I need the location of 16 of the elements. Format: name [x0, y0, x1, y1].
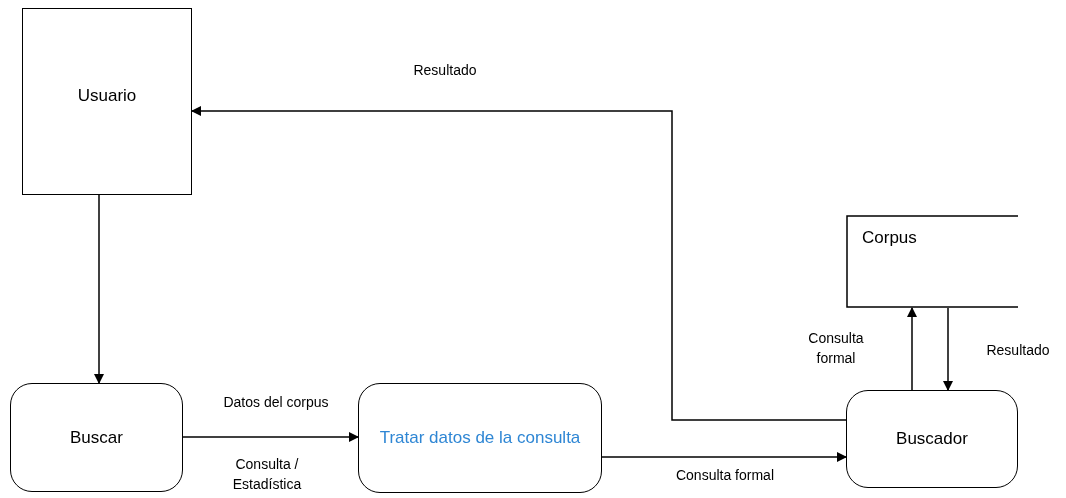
store-label: Corpus — [862, 227, 917, 249]
arrow — [94, 194, 104, 384]
arrow — [907, 307, 917, 391]
arrow — [943, 307, 953, 391]
process-box — [358, 383, 602, 493]
arrow — [182, 432, 359, 442]
node-label: Buscar — [70, 426, 123, 449]
arrow — [601, 452, 847, 462]
arrow — [191, 106, 847, 421]
data-store — [846, 215, 1018, 308]
node-label: Usuario — [77, 84, 137, 107]
process-box — [846, 390, 1018, 488]
process-box — [10, 383, 183, 492]
node-label: Tratar datos de la consulta — [379, 427, 581, 450]
node-label: Buscador — [896, 428, 968, 451]
entity-box — [22, 8, 192, 195]
